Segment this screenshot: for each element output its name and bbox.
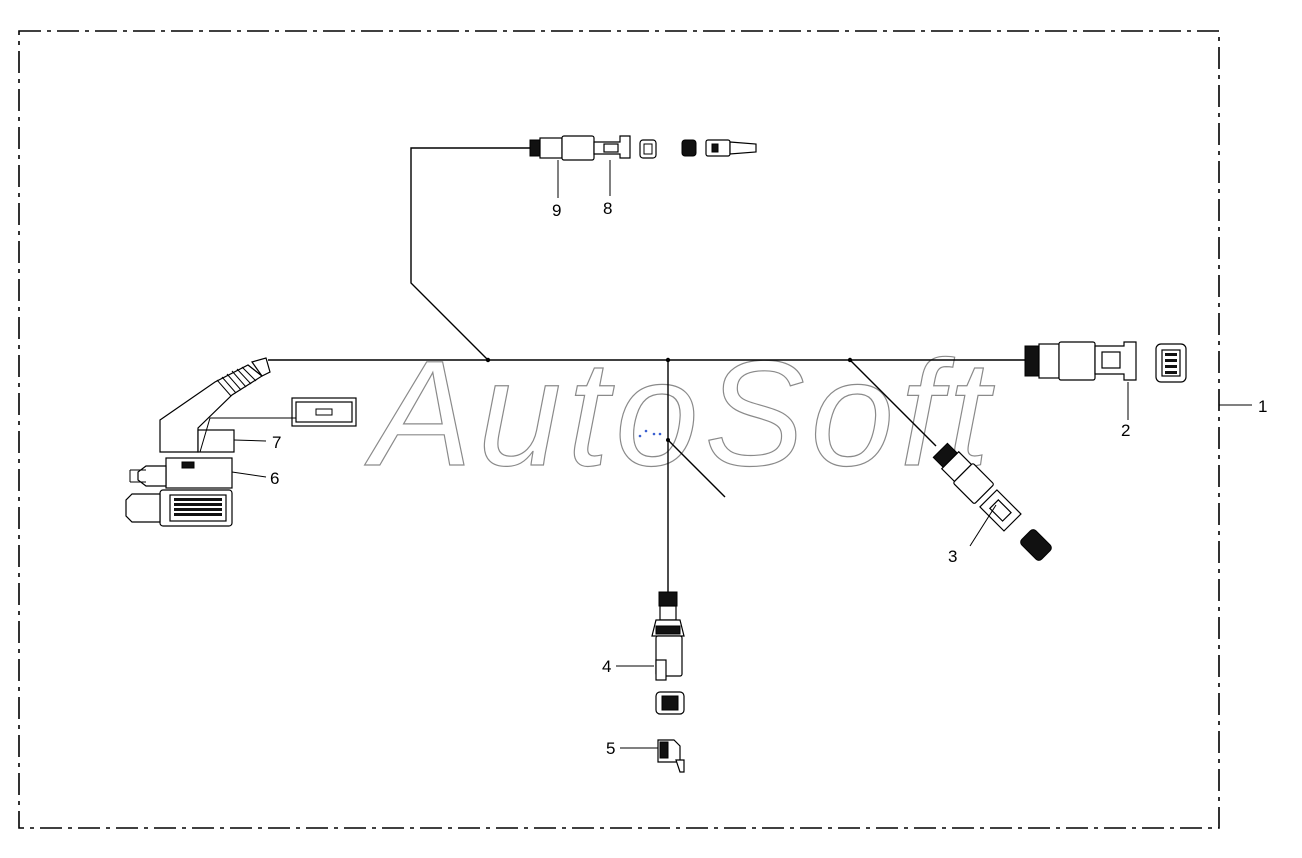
- callout-9: 9: [552, 201, 561, 220]
- callout-4: 4: [602, 657, 611, 676]
- callout-3: 3: [948, 547, 957, 566]
- assembly-border: [18, 30, 1220, 829]
- callout-8: 8: [603, 199, 612, 218]
- right-connector-assembly: [1024, 341, 1187, 383]
- callout-1: 1: [1258, 397, 1267, 416]
- watermark: AutoSoft: [364, 329, 995, 497]
- harness-wires: [268, 147, 1025, 592]
- callout-5: 5: [606, 739, 615, 758]
- leader-lines: [231, 160, 1252, 749]
- callout-6: 6: [270, 469, 279, 488]
- ecu-connector-assembly: [125, 357, 357, 527]
- top-connector-assembly: [529, 135, 757, 161]
- callout-2: 2: [1121, 421, 1130, 440]
- bottom-connector-assembly: [651, 591, 685, 773]
- diagonal-connector-assembly: [932, 442, 1052, 561]
- callout-7: 7: [272, 433, 281, 452]
